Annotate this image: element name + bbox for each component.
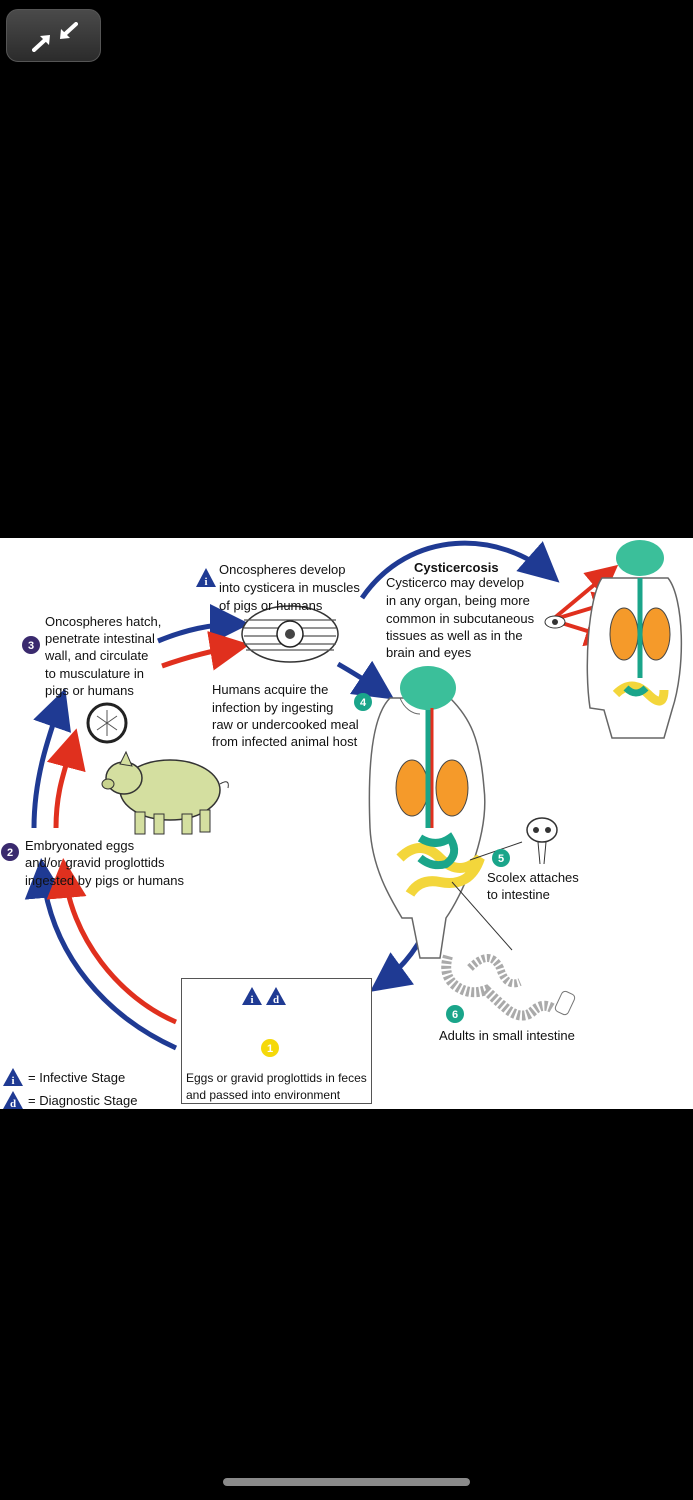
arrow-hatch-to-muscle-blue	[157, 604, 250, 645]
cysticerci-label-3: of pigs or humans	[219, 598, 323, 613]
step4-label-1: Humans acquire the	[212, 682, 329, 697]
step2-label-1: Embryonated eggs	[25, 838, 135, 853]
cysticercus-muscle-image	[241, 605, 339, 663]
arrow-box-to-eggs-blue	[24, 858, 178, 1051]
adult-tapeworm-image	[441, 881, 576, 1021]
life-cycle-diagram: 3 2 4 5 6 1 i i d i d Oncospheres develo…	[0, 538, 693, 1109]
cysticercosis-body-image	[544, 540, 683, 739]
step4-label-3: raw or undercooked meal	[212, 717, 359, 732]
collapse-arrows-icon	[32, 22, 78, 52]
step2-label-2: and/or gravid proglottids	[25, 855, 165, 870]
home-indicator[interactable]	[223, 1478, 470, 1486]
step2-label-3: ingested by pigs or humans	[25, 873, 184, 888]
step5-label-1: Scolex attaches	[487, 870, 579, 885]
step4-label-2: infection by ingesting	[212, 700, 334, 715]
cysticerci-label-1: Oncospheres develop	[219, 562, 346, 577]
oncosphere-image	[86, 702, 128, 744]
arrow-muscle-to-human-blue	[336, 660, 395, 700]
collapse-button[interactable]	[6, 9, 101, 62]
cysticercosis-label-4: tissues as well as in the	[386, 628, 523, 643]
arrow-eggs-to-hatch-red	[46, 728, 86, 829]
cysticercosis-label-2: in any organ, being more	[386, 593, 530, 608]
cysticercosis-label-3: common in subcutaneous	[386, 611, 535, 626]
arrow-box-to-eggs-red	[46, 858, 177, 1025]
step3-label-4: to musculature in	[45, 666, 144, 681]
arrow-eggs-to-hatch-blue	[31, 688, 71, 829]
step3-label-5: pigs or humans	[45, 683, 134, 698]
step6-label: Adults in small intestine	[439, 1028, 575, 1043]
legend-infective-label: = Infective Stage	[28, 1070, 126, 1085]
step4-label-4: from infected animal host	[212, 734, 358, 749]
arrow-hatch-to-muscle-red	[161, 630, 250, 671]
step3-label-2: penetrate intestinal	[45, 631, 155, 646]
pig-image	[101, 750, 229, 835]
cysticercosis-label-1: Cysticerco may develop	[386, 575, 524, 590]
scolex-image	[469, 817, 558, 865]
step1-label-2: and passed into environment	[186, 1088, 341, 1102]
legend-diagnostic-label: = Diagnostic Stage	[28, 1093, 138, 1108]
cysticerci-label-2: into cysticera in muscles	[219, 580, 360, 595]
step3-label-3: wall, and circulate	[45, 648, 149, 663]
arrow-to-cysticercosis-blue	[359, 540, 560, 600]
step3-label-1: Oncospheres hatch,	[45, 614, 162, 629]
human-body-image	[368, 666, 486, 959]
step5-label-2: to intestine	[487, 887, 550, 902]
cysticercosis-title: Cysticercosis	[414, 560, 499, 575]
step1-label-1: Eggs or gravid proglottids in feces	[186, 1071, 367, 1085]
cysticercosis-label-5: brain and eyes	[386, 645, 472, 660]
diagram-graphics	[24, 540, 683, 1089]
